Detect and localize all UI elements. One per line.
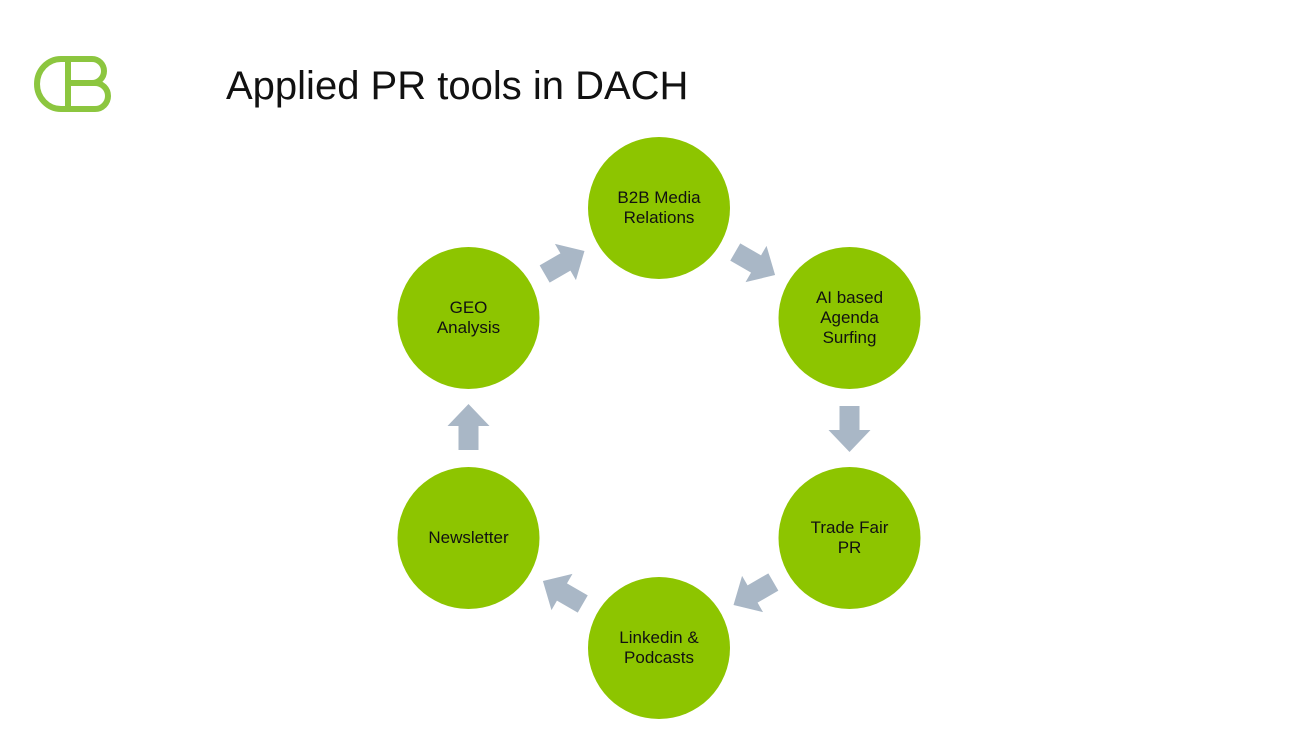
cycle-node-label-line: Relations [623, 208, 695, 227]
cycle-node-label-line: B2B Media [617, 188, 701, 207]
cycle-node-label-line: Agenda [820, 308, 879, 327]
cycle-arrow [539, 243, 585, 283]
cycle-node-b2b-media-relations [588, 137, 730, 279]
page-title: Applied PR tools in DACH [226, 64, 689, 108]
cycle-node-label-line: Linkedin & [619, 628, 699, 647]
cycle-node-label-line: Newsletter [428, 528, 509, 547]
cycle-arrow [447, 404, 490, 450]
cycle-arrow [542, 573, 588, 613]
cb-logo [34, 56, 111, 112]
cycle-node-label-line: PR [837, 538, 862, 557]
cycle-node-label-linkedin-podcasts: Linkedin &Podcasts [599, 628, 719, 668]
cycle-node-label-line: Surfing [822, 328, 877, 347]
cycle-node-ai-based-agenda-surfing [778, 247, 921, 389]
cycle-arrow [730, 243, 776, 283]
cycle-node-newsletter [397, 467, 540, 609]
cycle-node-label-newsletter: Newsletter [409, 528, 529, 548]
cycle-node-label-line: Trade Fair [810, 518, 889, 537]
cycle-arrow [733, 573, 779, 613]
cycle-node-label-line: GEO [449, 298, 488, 317]
cycle-node-geo-analysis [397, 247, 540, 389]
cycle-node-label-line: AI based [815, 288, 884, 307]
cycle-node-label-line: Analysis [436, 318, 501, 337]
cycle-arrow [828, 406, 871, 452]
cycle-node-label-line: Podcasts [624, 648, 694, 667]
cycle-node-linkedin-podcasts [588, 577, 730, 719]
cycle-node-trade-fair-pr [778, 467, 921, 609]
